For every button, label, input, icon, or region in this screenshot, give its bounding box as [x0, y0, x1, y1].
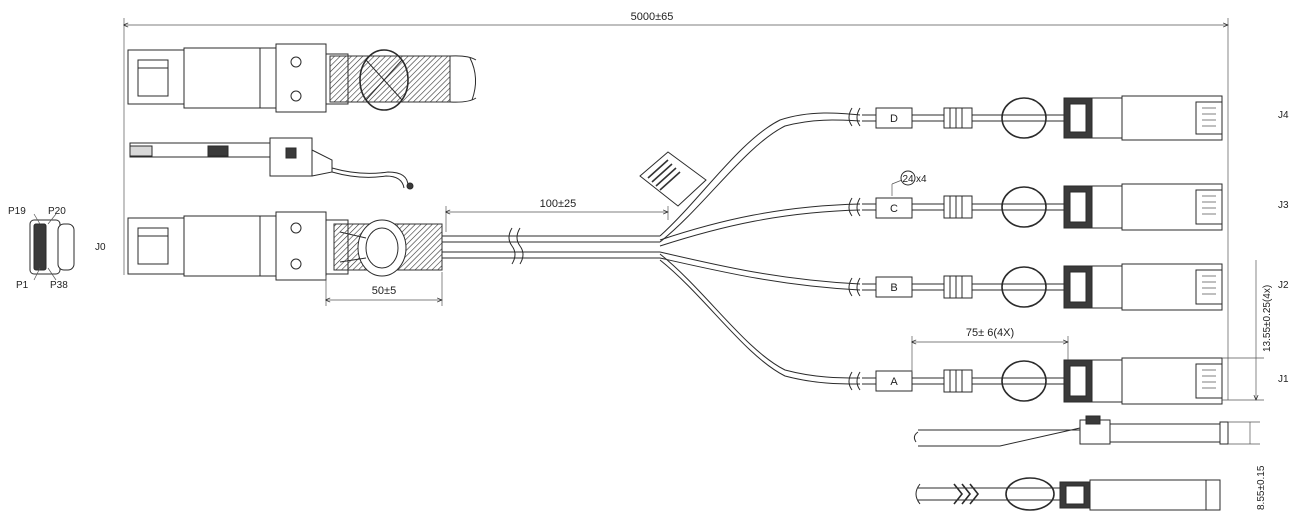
trunk-cable	[442, 227, 660, 265]
breakout-legs	[659, 112, 861, 385]
pin-p38-label: P38	[50, 280, 68, 291]
callout-qty: x4	[916, 174, 927, 185]
height-dimension: 8.55±0.15	[1228, 421, 1267, 510]
module-side-view	[913, 415, 1229, 447]
label-offset-dimension: 75± 6(4X)	[912, 327, 1068, 372]
overall-length-label: 5000±65	[631, 11, 674, 23]
module-top-view	[915, 477, 1221, 511]
leg-a: A J1	[848, 357, 1289, 405]
breakout-length-label: 100±25	[540, 198, 577, 210]
connector-j2-label: J2	[1278, 280, 1289, 291]
overall-length-dimension: 5000±65	[124, 11, 1228, 400]
leg-b-label: B	[890, 282, 897, 294]
leg-b: B J2	[848, 263, 1289, 311]
pin-p19-label: P19	[8, 206, 26, 217]
leg-c-label: C	[890, 203, 898, 215]
leg-d-label: D	[890, 113, 898, 125]
host-connector-side-view	[129, 137, 414, 190]
leg-c: C J3	[848, 183, 1289, 231]
connector-j1-label: J1	[1278, 374, 1289, 385]
breakout-length-dimension: 100±25	[446, 198, 668, 232]
leg-d: D J4	[848, 95, 1289, 141]
connector-j0-label: J0	[95, 242, 106, 253]
cable-label-flag	[639, 151, 707, 207]
host-connector-top-view	[127, 43, 477, 113]
pin-p1-label: P1	[16, 280, 29, 291]
pin-face-view: P19 P20 P1 P38	[8, 206, 75, 291]
height-label: 8.55±0.15	[1256, 465, 1267, 510]
pin-p20-label: P20	[48, 206, 66, 217]
boot-length-dimension: 50±5	[326, 272, 442, 306]
callout-number: 24	[902, 174, 914, 185]
pitch-label: 13.55±0.25(4x)	[1262, 285, 1273, 352]
pitch-dimension: 13.55±0.25(4x)	[1222, 260, 1273, 400]
leg-a-label: A	[890, 376, 898, 388]
host-connector-main	[127, 211, 443, 281]
connector-j4-label: J4	[1278, 110, 1289, 121]
callout-balloon: 24 x4	[891, 170, 927, 196]
label-offset-label: 75± 6(4X)	[966, 327, 1014, 339]
boot-length-label: 50±5	[372, 285, 396, 297]
connector-j3-label: J3	[1278, 200, 1289, 211]
